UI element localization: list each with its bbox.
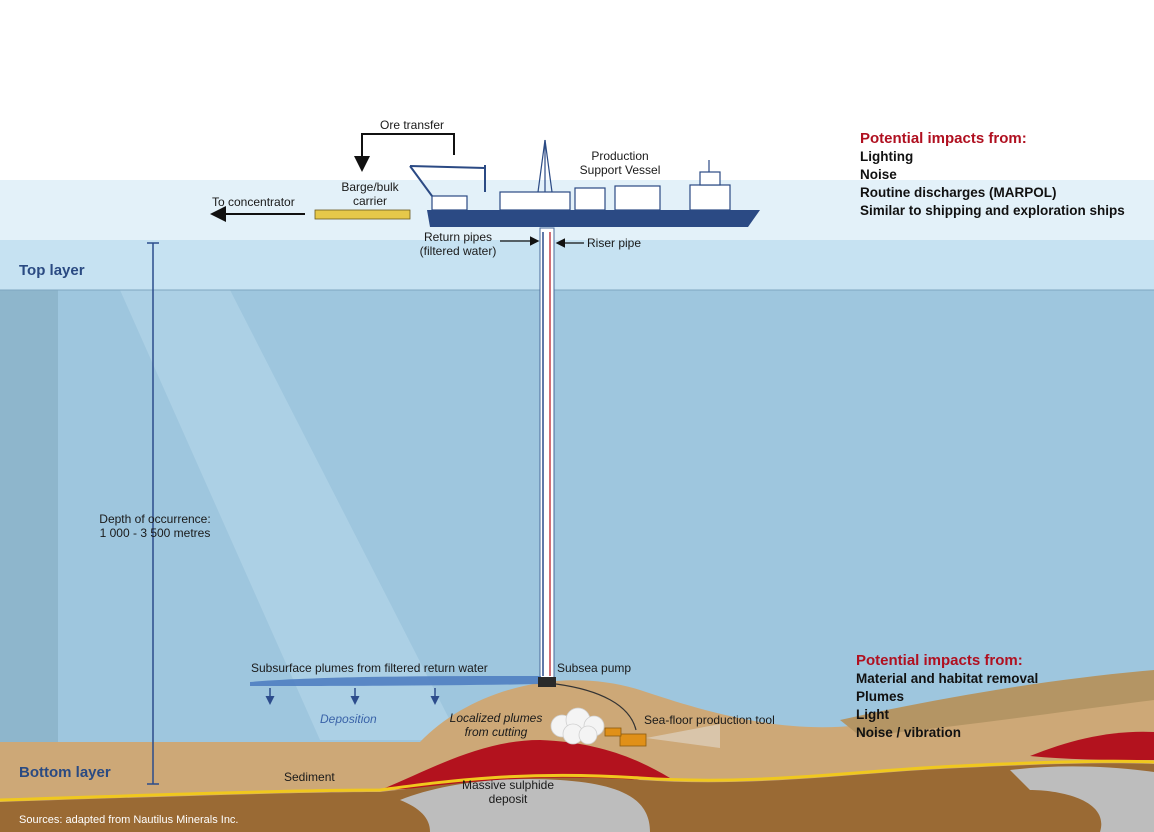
impacts-bottom-panel: Potential impacts from: Material and hab…	[856, 652, 1038, 742]
production-label-line2: Support Vessel	[579, 163, 661, 177]
localized-line2: from cutting	[464, 725, 528, 739]
riser-pipe-label: Riser pipe	[587, 236, 642, 250]
to-concentrator-label: To concentrator	[212, 195, 295, 209]
top-water-layer	[0, 240, 1154, 290]
return-pipes-label: Return pipes (filtered water)	[408, 230, 508, 258]
ore-transfer-label: Ore transfer	[379, 118, 445, 132]
impacts-bottom-item: Light	[856, 707, 889, 722]
massive-sulphide-label: Massive sulphide deposit	[448, 778, 568, 806]
sediment-label: Sediment	[284, 770, 335, 784]
sea-floor-tool-label: Sea-floor production tool	[644, 713, 775, 727]
localized-plume-cloud	[550, 707, 605, 745]
depth-label-line2: 1 000 - 3 500 metres	[99, 526, 211, 540]
red-layer-left	[380, 740, 670, 790]
light-ray	[120, 290, 460, 740]
vessel-crane	[409, 165, 486, 197]
impacts-top-item: Routine discharges (MARPOL)	[860, 185, 1057, 200]
right-deposit-shape	[1010, 766, 1154, 832]
impacts-bottom-item: Noise / vibration	[856, 725, 962, 740]
subsea-pump	[538, 677, 556, 687]
impacts-bottom-heading: Potential impacts from:	[856, 652, 1023, 669]
impacts-bottom-item: Material and habitat removal	[856, 671, 1039, 686]
barge-carrier	[314, 209, 411, 220]
massive-line1: Massive sulphide	[461, 778, 555, 792]
impacts-top-panel: Potential impacts from: Lighting Noise R…	[860, 130, 1125, 220]
return-pipes-line2: (filtered water)	[419, 244, 497, 258]
sources-label: Sources: adapted from Nautilus Minerals …	[19, 814, 239, 826]
bottom-layer-label: Bottom layer	[19, 764, 111, 781]
deposition-label: Deposition	[320, 712, 377, 726]
riser-pipe	[539, 227, 555, 679]
subsea-pump-label: Subsea pump	[557, 661, 632, 675]
sea-floor-production-tool	[604, 727, 647, 747]
depth-label: Depth of occurrence: 1 000 - 3 500 metre…	[80, 512, 230, 540]
impacts-top-item: Noise	[860, 167, 897, 182]
massive-line2: deposit	[488, 792, 528, 806]
localized-line1: Localized plumes	[449, 711, 543, 725]
left-wall-shade	[0, 290, 58, 770]
yellow-line	[0, 759, 1154, 802]
impacts-top-item: Similar to shipping and exploration ship…	[860, 203, 1125, 218]
deposition-arrows	[265, 688, 440, 705]
pump-hose	[555, 683, 637, 731]
ore-transfer-arrow	[354, 133, 455, 172]
subsurface-plumes-label: Subsurface plumes from filtered return w…	[251, 661, 488, 675]
impacts-bottom-item: Plumes	[856, 689, 905, 704]
tool-light-beam	[646, 724, 720, 748]
barge-label-line1: Barge/bulk	[341, 180, 399, 194]
production-support-vessel-hull	[427, 210, 760, 227]
impacts-top-item: Lighting	[860, 149, 914, 164]
sediment-back-ridge	[840, 670, 1154, 736]
vessel-superstructure	[431, 139, 731, 211]
production-label-line1: Production	[591, 149, 649, 163]
localized-plumes-label: Localized plumes from cutting	[446, 711, 546, 739]
red-layer-right	[1030, 731, 1154, 760]
massive-sulphide-deposit-shape	[400, 778, 650, 832]
top-layer-label: Top layer	[19, 262, 85, 279]
production-vessel-label: Production Support Vessel	[570, 149, 670, 177]
barge-label: Barge/bulk carrier	[320, 180, 420, 208]
subsurface-plume	[250, 676, 541, 686]
return-pipes-line1: Return pipes	[423, 230, 493, 244]
depth-label-line1: Depth of occurrence:	[99, 512, 211, 526]
barge-label-line2: carrier	[352, 194, 387, 208]
impacts-top-heading: Potential impacts from:	[860, 130, 1027, 147]
